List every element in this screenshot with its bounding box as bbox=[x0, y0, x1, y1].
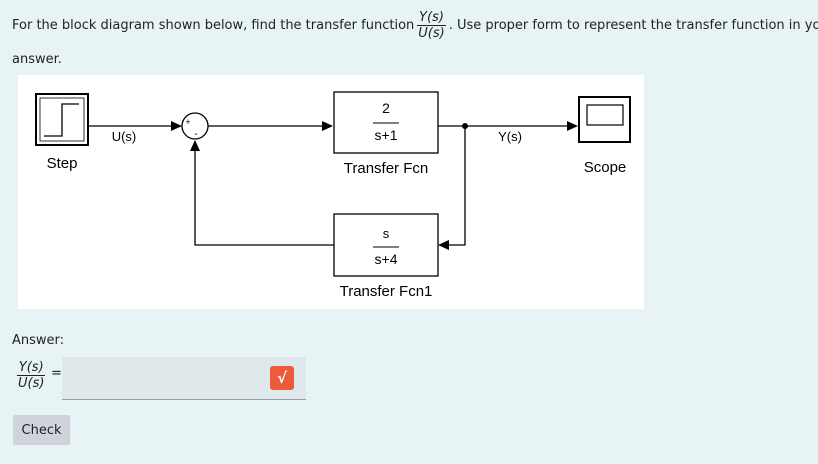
feedback-numerator: s bbox=[383, 226, 390, 241]
feedback-denominator: s+4 bbox=[375, 251, 398, 267]
forward-arrow bbox=[322, 121, 333, 131]
question-line-2: answer. bbox=[12, 52, 62, 67]
feedback-arrow-in bbox=[438, 240, 449, 250]
input-signal-label: U(s) bbox=[112, 129, 137, 144]
forward-denominator: s+1 bbox=[375, 127, 398, 143]
feedback-transfer-block: s s+4 bbox=[333, 213, 439, 277]
block-diagram-svg: Step U(s) + - 2 s+1 Transfer Fcn Y(s) bbox=[35, 91, 631, 300]
answer-equals: = bbox=[51, 366, 62, 381]
question-text-after: . Use proper form to represent the trans… bbox=[448, 17, 818, 33]
answer-fraction-numerator: Y(s) bbox=[18, 360, 44, 375]
block-diagram: Step U(s) + - 2 s+1 Transfer Fcn Y(s) bbox=[18, 75, 644, 309]
forward-block-name: Transfer Fcn bbox=[344, 160, 428, 177]
question-line-1: For the block diagram shown below, find … bbox=[12, 10, 818, 41]
step-block bbox=[35, 93, 89, 146]
sum-junction: + - bbox=[181, 112, 209, 140]
step-icon bbox=[44, 103, 79, 137]
question-fraction: Y(s) U(s) bbox=[417, 10, 446, 41]
feedback-block-name: Transfer Fcn1 bbox=[340, 283, 433, 300]
question-text: For the block diagram shown below, find … bbox=[12, 10, 818, 67]
fraction-denominator: U(s) bbox=[417, 25, 446, 41]
question-text-before: For the block diagram shown below, find … bbox=[12, 17, 415, 33]
input-arrow bbox=[171, 121, 182, 131]
forward-transfer-block: 2 s+1 bbox=[333, 91, 439, 154]
feedback-line-right bbox=[449, 126, 466, 246]
step-label: Step bbox=[47, 155, 78, 172]
check-button[interactable]: Check bbox=[13, 415, 70, 445]
forward-numerator: 2 bbox=[382, 100, 390, 116]
feedback-arrow-up bbox=[190, 140, 200, 151]
scope-screen-icon bbox=[586, 104, 624, 126]
scope-block bbox=[578, 96, 631, 143]
answer-input[interactable] bbox=[62, 357, 306, 400]
formula-editor-icon[interactable]: √ bbox=[270, 366, 294, 390]
answer-fraction: Y(s) U(s) bbox=[17, 360, 46, 391]
answer-fraction-denominator: U(s) bbox=[17, 375, 46, 391]
scope-label: Scope bbox=[584, 159, 627, 176]
sum-plus: + bbox=[185, 117, 190, 127]
fraction-numerator: Y(s) bbox=[419, 10, 444, 25]
feedback-line-left bbox=[194, 151, 334, 246]
output-arrow bbox=[567, 121, 578, 131]
output-signal-label: Y(s) bbox=[498, 129, 522, 144]
sum-minus: - bbox=[194, 129, 197, 140]
answer-label: Answer: bbox=[12, 333, 65, 348]
